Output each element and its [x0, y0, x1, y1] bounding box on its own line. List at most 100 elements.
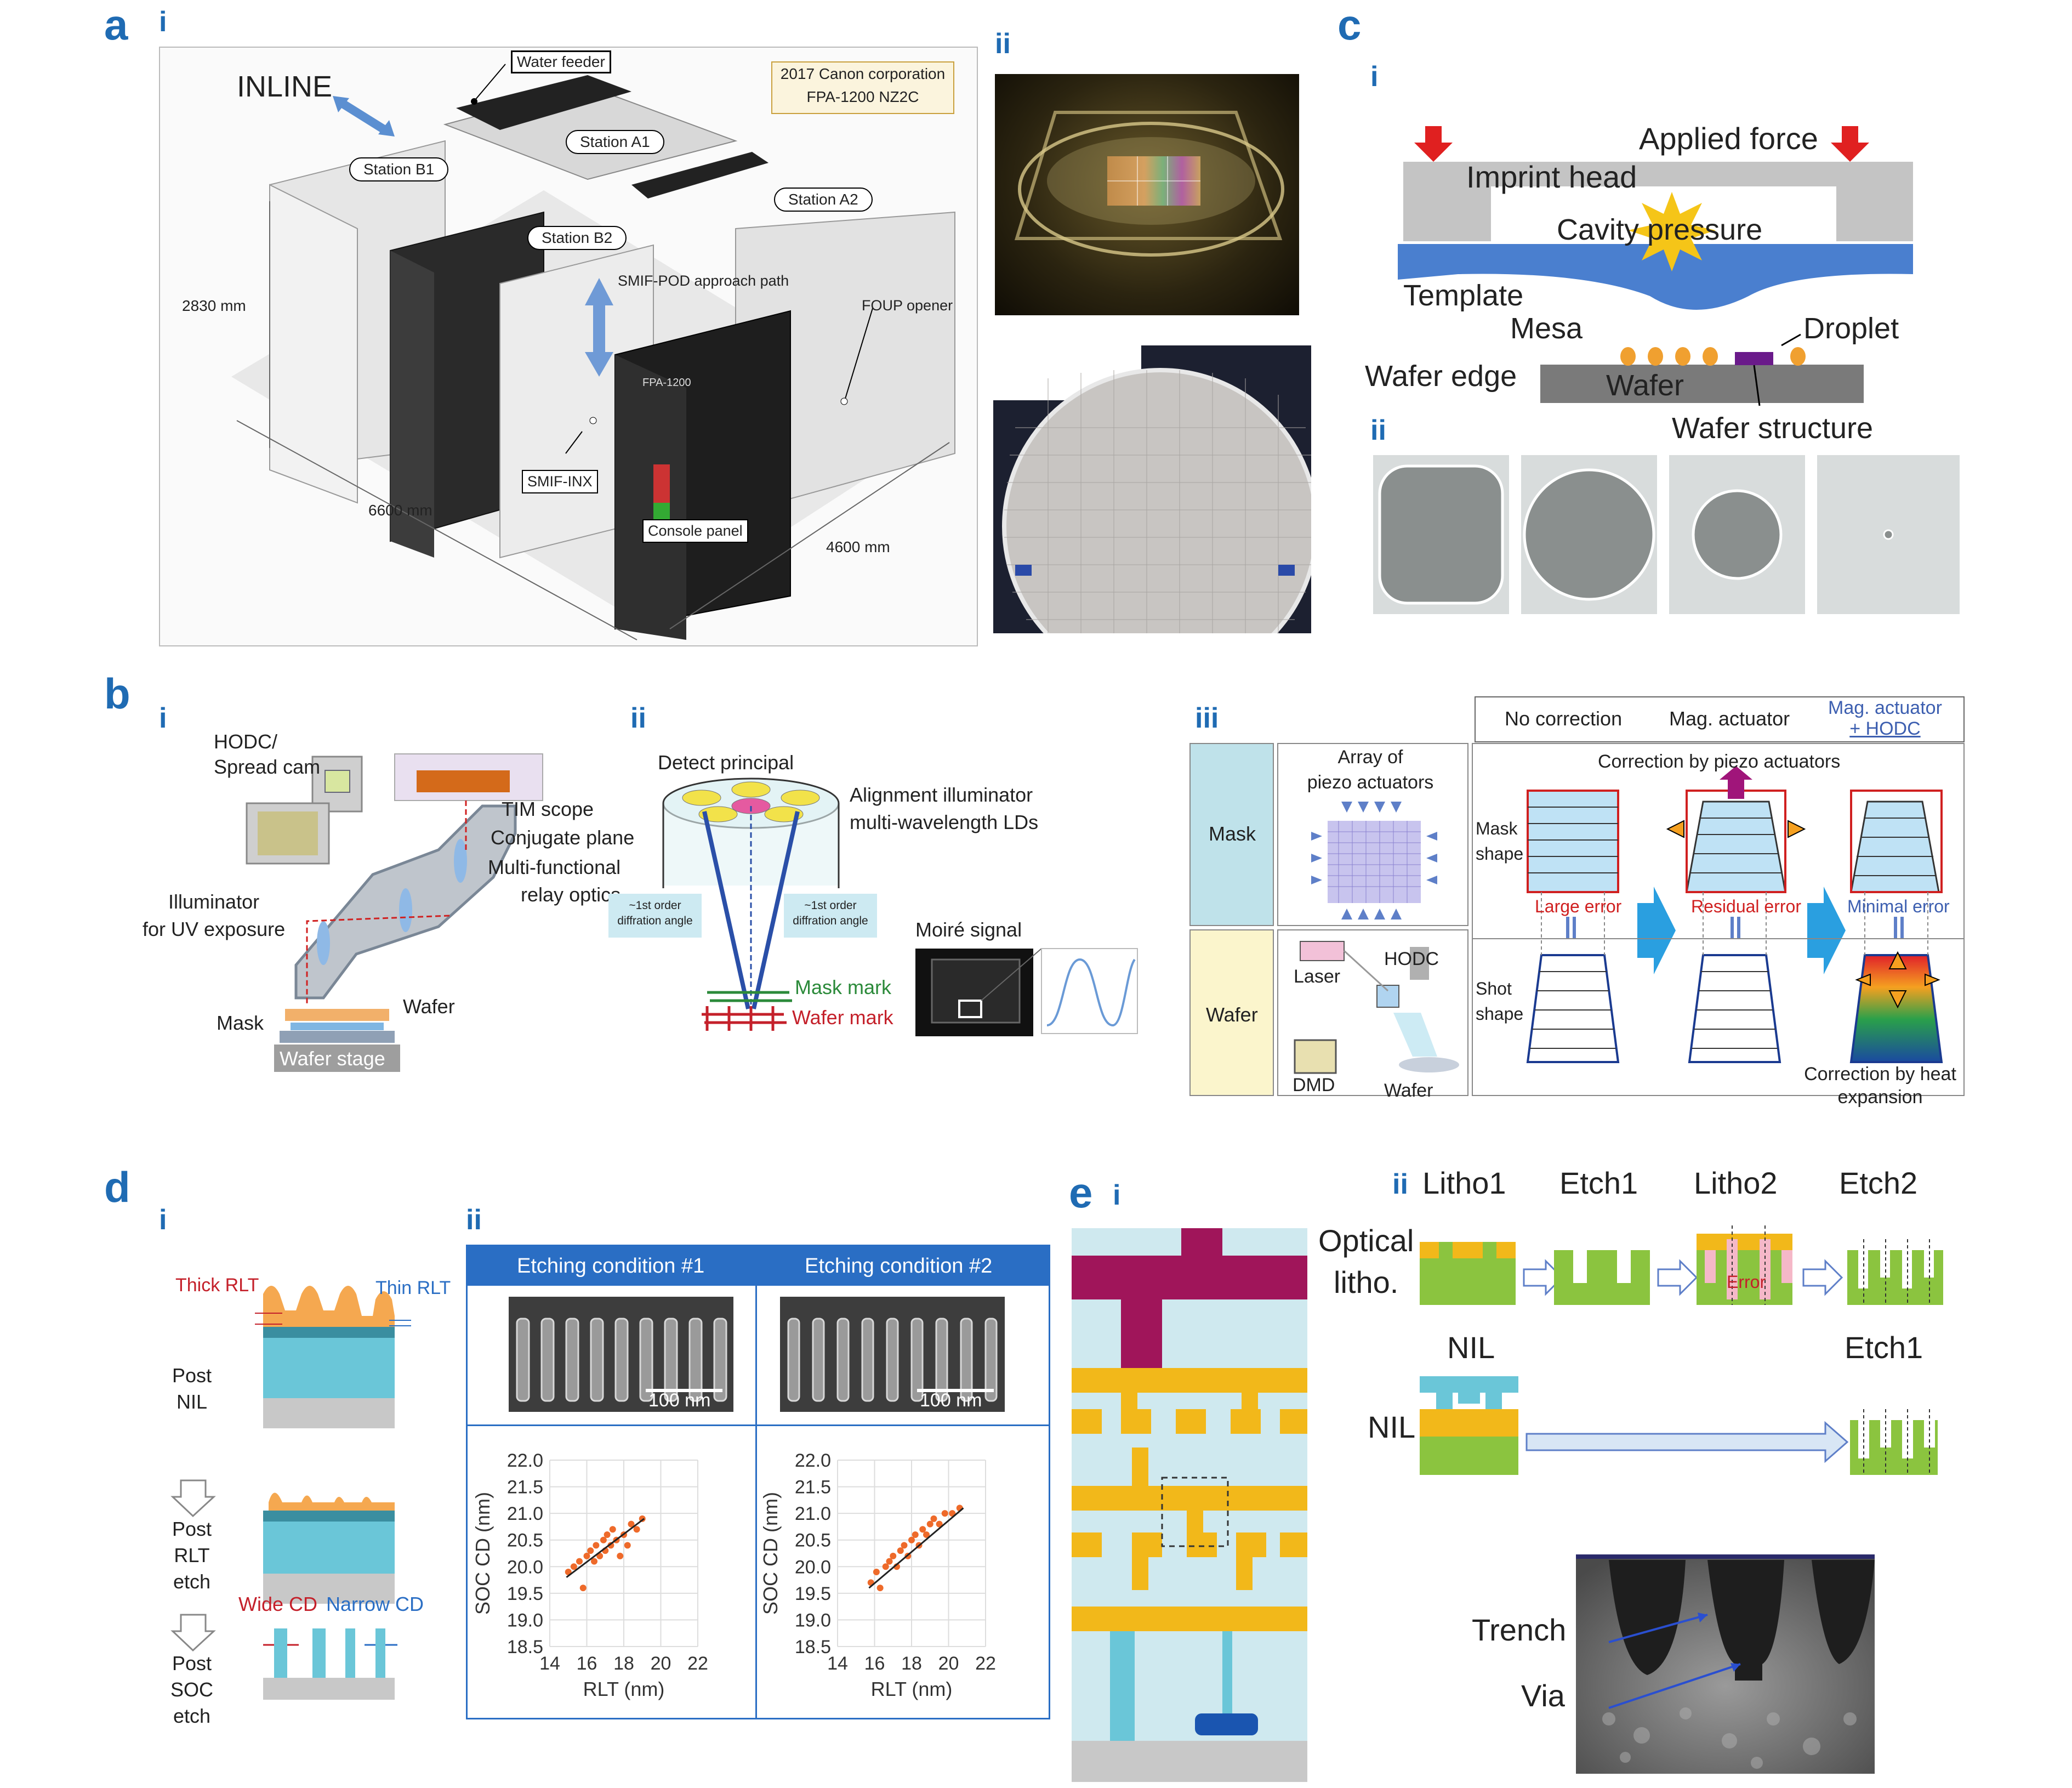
relay-line-1: Multi-functional [488, 856, 621, 878]
panel-e-ii-label: ii [1392, 1168, 1408, 1200]
order-left-line-2: diffration angle [617, 915, 693, 927]
correction-cell [1472, 743, 1965, 1096]
hodc-line-1: HODC/ [214, 730, 277, 753]
order-right-label: ~1st order diffration angle [787, 898, 874, 929]
hodc-label-b: HODC [1384, 949, 1439, 969]
data-point [941, 1510, 948, 1517]
laser-label: Laser [1294, 966, 1341, 987]
panel-b-iii-label: iii [1195, 702, 1219, 734]
x-tick-label: 20 [651, 1653, 671, 1674]
hodc-setup-cell [1277, 929, 1468, 1096]
fab-machine-figure: INLINE Water feeder 2017 Canon corporati… [159, 47, 978, 646]
trench-via-sem [1576, 1554, 1875, 1774]
shot-shape-line-1: Shot [1476, 979, 1512, 998]
wafer-stage-label: Wafer stage [280, 1047, 385, 1070]
etching-header [468, 1246, 1049, 1286]
cavity-pressure-label: Cavity pressure [1557, 213, 1763, 246]
data-point [583, 1552, 590, 1559]
align-line-1: Alignment illuminator [850, 784, 1033, 806]
data-point [591, 1558, 597, 1565]
copyright-box: 2017 Canon corporation FPA-1200 NZ2C [771, 61, 954, 114]
template-photo [995, 74, 1299, 315]
mask-shape-label: Mask shape [1476, 816, 1523, 866]
y-tick-label: 20.0 [507, 1557, 543, 1577]
detect-principal-label: Detect principal [658, 751, 794, 774]
droplet-label: Droplet [1803, 312, 1899, 345]
data-point [882, 1563, 889, 1570]
heat-expansion-label: Correction by heat expansion [1798, 1063, 1962, 1109]
copyright-line-2: FPA-1200 NZ2C [806, 88, 919, 105]
etch1-header-label: Etch1 [1845, 1330, 1923, 1365]
tim-scope-label: TIM scope [502, 798, 594, 820]
wafer-label-b: Wafer [403, 995, 455, 1018]
post-soc-line-1: Post [172, 1652, 212, 1675]
station-b2-label: Station B2 [527, 226, 627, 250]
data-point [607, 1542, 614, 1549]
panel-c-label: c [1337, 1, 1362, 49]
panel-a-i-label: i [159, 6, 167, 38]
etching-comparison: Etching condition #1 Etching condition #… [466, 1245, 1050, 1719]
moire-signal-label: Moiré signal [915, 918, 1022, 941]
post-soc-line-3: etch [173, 1705, 211, 1727]
piezo-array-cell [1277, 743, 1468, 926]
y-tick-label: 21.0 [795, 1503, 831, 1524]
water-feeder-label: Water feeder [511, 50, 611, 73]
data-point [617, 1552, 624, 1559]
post-soc-label: Post SOC etch [162, 1650, 222, 1729]
post-nil-label: Post NIL [162, 1363, 222, 1415]
panel-a-label: a [104, 1, 128, 49]
header-no-correction: No correction [1505, 707, 1623, 730]
panel-c-i-label: i [1370, 61, 1379, 93]
piezo-array-line-2: piezo actuators [1307, 772, 1434, 793]
piezo-array-line-1: Array of [1337, 747, 1403, 768]
etching-divider [755, 1246, 757, 1718]
wafer-row-label: Wafer [1206, 1003, 1258, 1026]
mask-shape-line-1: Mask [1476, 819, 1518, 838]
y-tick-label: 18.5 [507, 1637, 543, 1658]
nil-flow [1420, 1365, 1940, 1475]
correction-header-row [1475, 696, 1965, 742]
data-point [609, 1526, 616, 1533]
nil-row-label: NIL [1368, 1410, 1416, 1444]
data-point [587, 1547, 594, 1554]
data-point [570, 1563, 577, 1570]
panel-b-ii-label: ii [630, 702, 646, 734]
post-nil-line-2: NIL [176, 1390, 208, 1413]
thick-rlt-label: Thick RLT [175, 1275, 259, 1296]
copyright-line-1: 2017 Canon corporation [780, 65, 946, 82]
imprint-head-label: Imprint head [1466, 160, 1637, 194]
post-rlt-line-1: Post [172, 1518, 212, 1540]
x-tick-label: 18 [613, 1653, 634, 1674]
trench-label: Trench [1472, 1613, 1567, 1647]
mesa-label: Mesa [1510, 312, 1583, 345]
correction-piezo-label: Correction by piezo actuators [1598, 751, 1841, 772]
shot-shape-line-2: shape [1476, 1004, 1524, 1024]
panel-d-i-label: i [159, 1204, 167, 1236]
x-tick-label: 14 [539, 1653, 560, 1674]
data-point [897, 1547, 904, 1554]
y-tick-label: 20.0 [795, 1557, 831, 1577]
panel-a-iii-label: iii [1003, 343, 1027, 375]
brand-label: FPA-1200 [642, 377, 691, 389]
post-rlt-label: Post RLT etch [162, 1516, 222, 1595]
correction-table: No correction Mag. actuator Mag. actuato… [1189, 696, 1968, 1113]
panel-c-ii-label: ii [1370, 415, 1386, 446]
data-point [890, 1552, 897, 1559]
header-mag-actuator: Mag. actuator [1669, 707, 1790, 730]
step-litho2: Litho2 [1694, 1166, 1778, 1200]
via-label: Via [1521, 1678, 1565, 1713]
station-a2-label: Station A2 [774, 188, 873, 212]
template-label: Template [1403, 279, 1524, 312]
thin-rlt-label: Thin RLT [375, 1278, 451, 1298]
data-point [600, 1536, 607, 1543]
applied-force-label: Applied force [1639, 121, 1818, 156]
hodc-label: HODC/ Spread cam [214, 729, 356, 780]
wafer-mark-label: Wafer mark [792, 1006, 893, 1029]
order-left-label: ~1st order diffration angle [611, 898, 699, 929]
etching-condition-1: Etching condition #1 [517, 1255, 705, 1278]
mask-shape-line-2: shape [1476, 844, 1524, 864]
data-point [926, 1520, 933, 1528]
error-label: Error [1727, 1272, 1766, 1292]
data-point [576, 1558, 583, 1565]
header-mag-hodc-line-1: Mag. actuator [1828, 697, 1942, 718]
